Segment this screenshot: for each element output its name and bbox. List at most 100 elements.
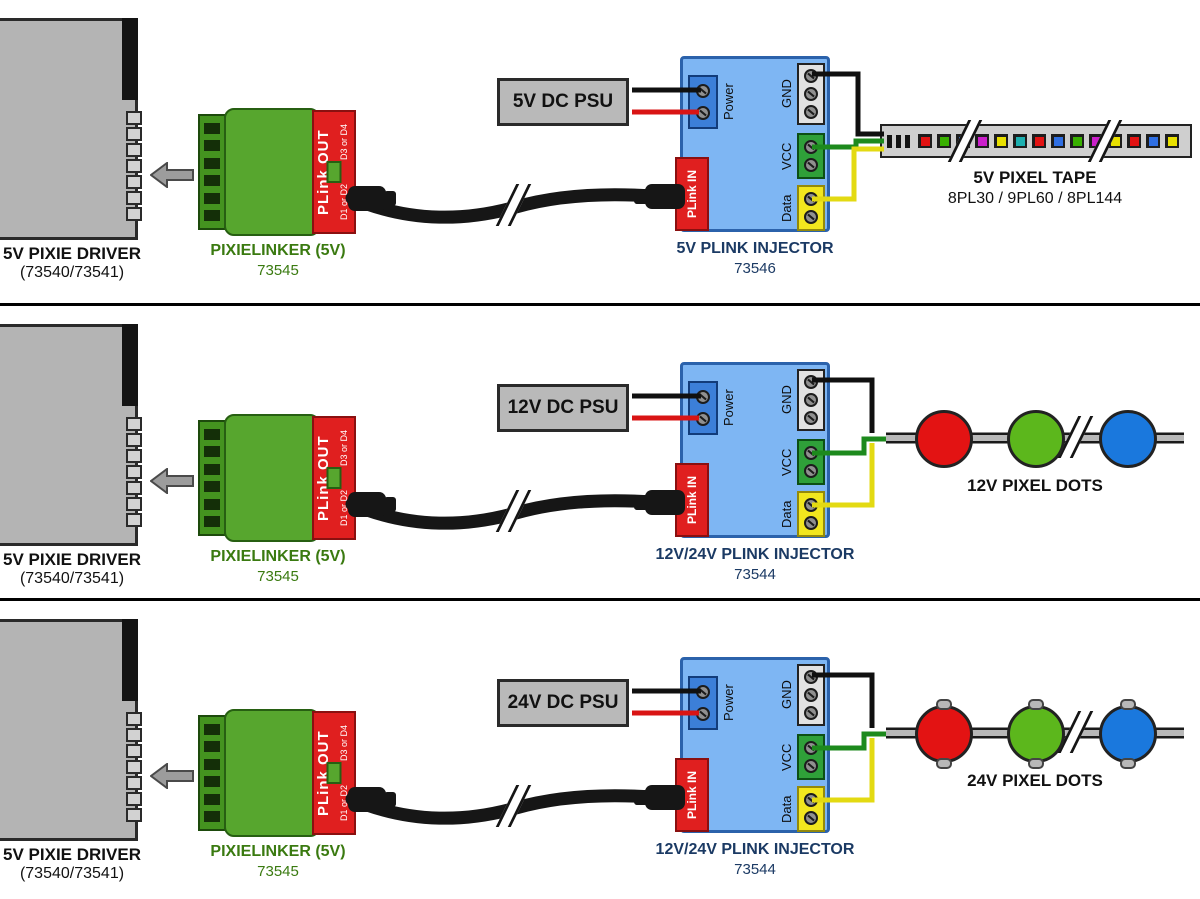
- pin: [126, 191, 142, 205]
- plink-in-port: PLink IN: [675, 463, 709, 537]
- driver-title: 5V PIXIE DRIVER: [3, 244, 141, 263]
- terminal-screw: [804, 87, 818, 101]
- terminal-screw: [804, 688, 818, 702]
- diagram-row-24v-dots: 5V PIXIE DRIVER (73540/73541) PLink OUT …: [0, 598, 1200, 899]
- led-pixel: [1013, 134, 1027, 148]
- terminal-screw: [696, 105, 710, 120]
- vcc-terminal: [797, 133, 825, 179]
- plink-injector: Power GND VCC Data PLink IN: [675, 657, 830, 833]
- terminal-slot: [204, 428, 220, 440]
- power-terminal: [688, 676, 718, 730]
- terminal-screw: [804, 706, 818, 720]
- power-label: Power: [721, 684, 736, 722]
- injector-title: 12V/24V PLINK INJECTOR: [655, 841, 855, 858]
- data-terminal: [797, 185, 825, 231]
- psu-box: 12V DC PSU: [497, 384, 629, 432]
- pixel-dot-blue: [1099, 410, 1157, 468]
- linker-body: [224, 709, 320, 837]
- driver-title: 5V PIXIE DRIVER: [3, 845, 141, 864]
- vcc-label: VCC: [779, 448, 794, 476]
- pin: [126, 497, 142, 511]
- pixielinker: PLink OUT D3 or D4 D1 or D2: [198, 108, 358, 236]
- terminal-screw: [696, 84, 710, 99]
- pixel-dot-blue: [1099, 699, 1157, 769]
- pin: [126, 175, 142, 189]
- linker-part-number: 73545: [257, 863, 299, 880]
- vcc-label: VCC: [779, 142, 794, 170]
- strip-notch: [326, 467, 342, 489]
- injector-title: 5V PLINK INJECTOR: [676, 240, 834, 257]
- gnd-label: GND: [779, 680, 794, 710]
- terminal-screw: [804, 516, 818, 531]
- plink-in-label: PLink IN: [685, 169, 699, 218]
- terminal-slot: [204, 793, 220, 805]
- left-arrow-icon: [150, 468, 194, 494]
- plink-in-port: PLink IN: [675, 758, 709, 832]
- gnd-label: GND: [779, 385, 794, 415]
- driver-part-number: (73540/73541): [19, 570, 125, 587]
- terminal-slot: [204, 811, 220, 823]
- power-terminal: [688, 75, 718, 129]
- linker-output-strip: PLink OUT D3 or D4 D1 or D2: [312, 416, 356, 540]
- pin: [126, 744, 142, 758]
- driver-notch: [122, 324, 138, 406]
- injector-part-number: 73544: [734, 861, 776, 878]
- terminal-slot: [204, 776, 220, 788]
- pixel-dot-green: [1007, 699, 1065, 769]
- mounting-tab: [936, 758, 952, 769]
- mounting-tab: [1028, 699, 1044, 710]
- data-label: Data: [779, 795, 794, 823]
- terminal-screw: [804, 210, 818, 225]
- data-label: Data: [779, 194, 794, 222]
- terminal-slot: [204, 210, 220, 222]
- plink-in-label: PLink IN: [685, 770, 699, 819]
- pixielinker: PLink OUT D3 or D4 D1 or D2: [198, 414, 358, 542]
- terminal-screw: [804, 139, 818, 154]
- terminal-screw: [804, 811, 818, 826]
- psu-label: 12V DC PSU: [507, 397, 619, 418]
- pixel-dot-green: [1007, 410, 1065, 468]
- led-pixel: [1127, 134, 1141, 148]
- pixel-dot-red: [915, 699, 973, 769]
- pin: [126, 481, 142, 495]
- pixie-driver-box: [0, 324, 142, 546]
- led-pixel: [1070, 134, 1084, 148]
- cable-break-icon: [495, 785, 532, 827]
- mounting-tab: [936, 699, 952, 710]
- terminal-slot: [204, 192, 220, 204]
- tape-pad: [896, 134, 901, 148]
- plink-injector: Power GND VCC Data PLink IN: [675, 362, 830, 538]
- pin: [126, 207, 142, 221]
- tape-title: 5V PIXEL TAPE: [973, 168, 1097, 187]
- terminal-slot: [204, 140, 220, 152]
- mounting-tab: [1120, 699, 1136, 710]
- led-pixel: [937, 134, 951, 148]
- diagram-row-5v-tape: 5V PIXIE DRIVER (73540/73541) PLink OUT …: [0, 0, 1200, 303]
- tape-pad: [905, 134, 910, 148]
- terminal-screw: [804, 464, 818, 479]
- vcc-label: VCC: [779, 743, 794, 771]
- terminal-slot: [204, 741, 220, 753]
- driver-pin-header: [126, 712, 144, 822]
- linker-output-strip: PLink OUT D3 or D4 D1 or D2: [312, 711, 356, 835]
- mounting-tab: [1028, 758, 1044, 769]
- terminal-screw: [804, 792, 818, 807]
- terminal-screw: [696, 411, 710, 426]
- terminal-screw: [804, 497, 818, 512]
- pin: [126, 792, 142, 806]
- pin: [126, 760, 142, 774]
- pin: [126, 159, 142, 173]
- led-pixel: [918, 134, 932, 148]
- driver-part-number: (73540/73541): [19, 264, 125, 281]
- pixel-dot-red: [915, 410, 973, 468]
- power-label: Power: [721, 83, 736, 121]
- cable-break-icon: [495, 490, 532, 532]
- pin: [126, 776, 142, 790]
- mounting-tab: [1120, 758, 1136, 769]
- linker-part-number: 73545: [257, 568, 299, 585]
- led-pixel: [1051, 134, 1065, 148]
- led-pixel: [994, 134, 1008, 148]
- plink-in-label: PLink IN: [685, 475, 699, 524]
- psu-label: 24V DC PSU: [507, 692, 619, 713]
